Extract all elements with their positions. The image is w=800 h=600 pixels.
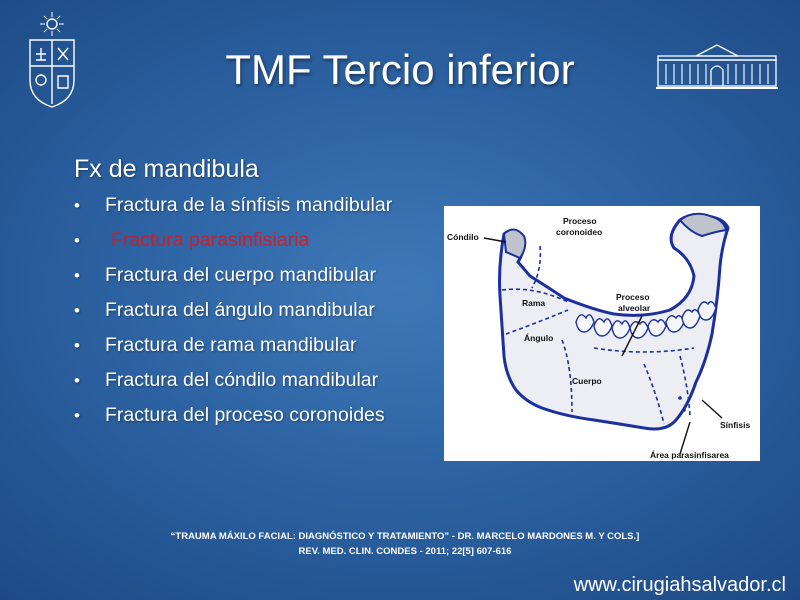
reference-line-1: “TRAUMA MÁXILO FACIAL: DIAGNÓSTICO Y TRA… bbox=[170, 531, 640, 542]
list-item: • Fractura del cuerpo mandibular bbox=[74, 262, 444, 289]
marker-dot bbox=[678, 396, 682, 400]
list-item: • Fractura de la sínfisis mandibular bbox=[74, 192, 444, 219]
university-shield-logo bbox=[29, 12, 75, 108]
list-item-text: Fractura de rama mandibular bbox=[105, 334, 357, 356]
list-item-text: Fractura del cuerpo mandibular bbox=[105, 264, 376, 286]
label-proceso-coronoideo-1: Proceso bbox=[563, 216, 597, 226]
marker-dot bbox=[682, 408, 686, 412]
list-item: • Fractura de rama mandibular bbox=[74, 332, 444, 359]
slide-title: TMF Tercio inferior bbox=[225, 46, 575, 93]
fracture-list: • Fractura de la sínfisis mandibular • Fra… bbox=[74, 192, 444, 437]
list-item-text: Fractura del ángulo mandibular bbox=[105, 299, 375, 321]
bullet-glyph: • bbox=[74, 301, 80, 320]
list-item-text: Fractura del proceso coronoides bbox=[105, 404, 385, 426]
mandible-diagram: Cóndilo Proceso coronoideo Rama Proceso … bbox=[444, 206, 760, 461]
fracture-region-lines bbox=[501, 245, 695, 425]
hospital-building-logo bbox=[656, 44, 778, 89]
list-item: • Fractura del proceso coronoides bbox=[74, 402, 444, 429]
label-proceso-coronoideo-2: coronoideo bbox=[556, 227, 602, 237]
label-proceso-alveolar-1: Proceso bbox=[616, 292, 650, 302]
leader-lines bbox=[483, 237, 723, 455]
label-proceso-alveolar-2: alveolar bbox=[618, 303, 651, 313]
coronoid-tip bbox=[678, 212, 728, 238]
list-item: • Fractura del cóndilo mandibular bbox=[74, 367, 444, 394]
list-item-text: Fractura parasinfisiaria bbox=[111, 229, 310, 251]
bullet-glyph: • bbox=[74, 336, 80, 355]
bullet-glyph: • bbox=[74, 231, 80, 250]
website-url: www.cirugiahsalvador.cl bbox=[573, 574, 786, 596]
list-item-text: Fractura de la sínfisis mandibular bbox=[105, 194, 393, 216]
label-condilo: Cóndilo bbox=[447, 232, 479, 242]
mandible-diagram-svg: Cóndilo Proceso coronoideo Rama Proceso … bbox=[447, 212, 751, 460]
mandible-outline bbox=[498, 213, 730, 431]
label-area-parasinfisarea: Área parasinfisarea bbox=[650, 450, 729, 460]
list-item-highlighted: • Fractura parasinfisiaria bbox=[74, 227, 444, 254]
teeth-row bbox=[575, 301, 717, 339]
bullet-glyph: • bbox=[74, 196, 80, 215]
reference-line-2: REV. MED. CLIN. CONDES - 2011; 22[5] 607… bbox=[298, 546, 512, 557]
condyle-head bbox=[502, 228, 527, 260]
label-sinfisis: Sínfisis bbox=[720, 420, 751, 430]
bullet-glyph: • bbox=[74, 371, 80, 390]
section-heading: Fx de mandibula bbox=[74, 155, 259, 183]
label-rama: Rama bbox=[522, 298, 545, 308]
label-cuerpo: Cuerpo bbox=[572, 376, 602, 386]
bullet-glyph: • bbox=[74, 266, 80, 285]
reference-citation: “TRAUMA MÁXILO FACIAL: DIAGNÓSTICO Y TRA… bbox=[60, 529, 750, 559]
bullet-glyph: • bbox=[74, 406, 80, 425]
label-angulo: Ángulo bbox=[524, 333, 553, 343]
list-item: • Fractura del ángulo mandibular bbox=[74, 297, 444, 324]
list-item-text: Fractura del cóndilo mandibular bbox=[105, 369, 379, 391]
